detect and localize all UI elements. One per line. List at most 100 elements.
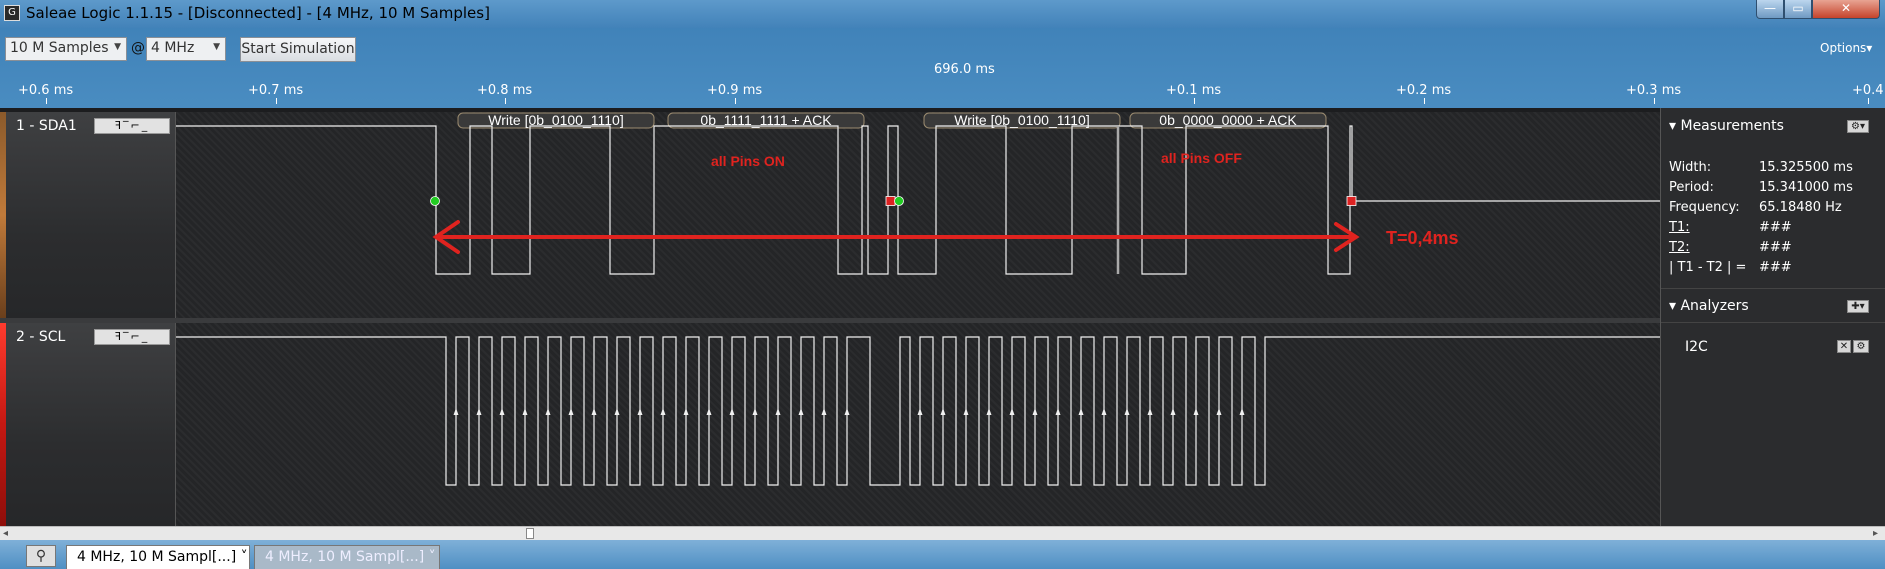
measurement-value: ### <box>1759 220 1792 235</box>
time-tick: +0.1 ms <box>1166 83 1222 104</box>
panel-divider <box>1661 288 1885 289</box>
rising-edge-marker <box>637 408 643 415</box>
rising-edge-marker <box>591 408 597 415</box>
channel-divider[interactable] <box>0 318 1660 323</box>
minimize-button[interactable]: — <box>1756 0 1784 19</box>
add-analyzer-icon[interactable]: ✚▾ <box>1847 300 1869 313</box>
measurement-row: Period: 15.341000 ms <box>1669 180 1853 195</box>
protocol-bubble[interactable] <box>667 112 865 129</box>
rising-edge-marker <box>1216 408 1222 415</box>
rising-edge-marker <box>568 408 574 415</box>
remove-analyzer-icon[interactable]: ✕ <box>1837 340 1851 353</box>
channel-name: 2 - SCL <box>16 329 66 345</box>
rising-edge-marker <box>522 408 528 415</box>
measurement-value: ### <box>1759 240 1792 255</box>
time-tick: +0.6 ms <box>18 83 74 104</box>
scl-waveform-area[interactable] <box>176 323 1660 526</box>
rising-edge-marker <box>729 408 735 415</box>
rate-select-value: 4 MHz <box>151 40 195 56</box>
measurement-label: T1: <box>1669 220 1690 235</box>
measurement-row-t1[interactable]: T1: ### <box>1669 220 1792 235</box>
time-tick: +0.9 ms <box>707 83 763 104</box>
rising-edge-marker <box>1147 408 1153 415</box>
protocol-bubble[interactable] <box>923 112 1121 129</box>
start-simulation-button[interactable]: Start Simulation <box>240 37 356 62</box>
protocol-label: Write [0b_0100_1110] <box>488 112 623 128</box>
measurement-value: ### <box>1759 260 1792 275</box>
marker-green[interactable] <box>894 196 904 206</box>
protocol-bubble[interactable] <box>457 112 655 129</box>
window-title: Saleae Logic 1.1.15 - [Disconnected] - [… <box>26 4 490 22</box>
rising-edge-marker <box>1055 408 1061 415</box>
horizontal-scrollbar[interactable]: ◂ ▸ <box>0 526 1885 540</box>
close-button[interactable]: ✕ <box>1812 0 1880 19</box>
measurements-header[interactable]: ▾ Measurements <box>1669 118 1784 134</box>
search-icon[interactable]: ⚲ <box>26 545 56 567</box>
rising-edge-marker <box>940 408 946 415</box>
protocol-label: 0b_1111_1111 + ACK <box>700 112 832 128</box>
sda-waveform-svg: Write [0b_0100_1110] 0b_1111_1111 + ACK … <box>176 112 1660 275</box>
scroll-thumb[interactable] <box>526 528 534 539</box>
trigger-buttons[interactable]: ꟻ‾⌐_ <box>94 329 170 345</box>
marker-red[interactable] <box>885 196 896 206</box>
measurements-title: Measurements <box>1680 118 1784 134</box>
marker-green[interactable] <box>430 196 440 206</box>
right-panel: ▾ Measurements ⚙▾ Width: 15.325500 ms Pe… <box>1660 108 1885 526</box>
channel-header-sda[interactable]: 1 - SDA1 ꟻ‾⌐_ <box>0 112 176 318</box>
options-menu[interactable]: Options▾ <box>1820 41 1873 55</box>
measurements-gear-icon[interactable]: ⚙▾ <box>1847 120 1869 133</box>
rising-edge-marker <box>1032 408 1038 415</box>
scl-signal-trace <box>176 336 1660 486</box>
sda-waveform-area[interactable]: Write [0b_0100_1110] 0b_1111_1111 + ACK … <box>176 112 1660 318</box>
rising-edge-marker <box>660 408 666 415</box>
time-tick: +0.7 ms <box>248 83 304 104</box>
measurement-row: Frequency: 65.18480 Hz <box>1669 200 1842 215</box>
rising-edge-marker <box>499 408 505 415</box>
maximize-button[interactable]: ▭ <box>1784 0 1812 19</box>
measurement-row-t2[interactable]: T2: ### <box>1669 240 1792 255</box>
time-tick: +0.8 ms <box>477 83 533 104</box>
samples-select-value: 10 M Samples <box>10 40 109 56</box>
rising-edge-marker <box>963 408 969 415</box>
rising-edge-marker <box>821 408 827 415</box>
samples-select[interactable]: 10 M Samples ▼ <box>5 37 127 61</box>
arrow-head-right <box>1334 222 1360 252</box>
analyzer-gear-icon[interactable]: ⚙ <box>1853 340 1869 353</box>
chevron-down-icon: ▼ <box>213 42 220 52</box>
panel-divider <box>1661 322 1885 323</box>
channel-name: 1 - SDA1 <box>16 118 77 134</box>
waveform-panel: 1 - SDA1 ꟻ‾⌐_ 2 - SCL ꟻ‾⌐_ Write [0b_010… <box>0 108 1885 526</box>
period-annotation: T=0,4ms <box>432 220 1459 254</box>
channel-color-strip <box>0 323 6 526</box>
measurement-label: Period: <box>1669 180 1714 195</box>
rising-edge-marker <box>1239 408 1245 415</box>
trigger-buttons[interactable]: ꟻ‾⌐_ <box>94 118 170 134</box>
scroll-left-icon[interactable]: ◂ <box>3 528 9 539</box>
tab-session-2[interactable]: 4 MHz, 10 M Sampl[...] ˅ <box>254 545 440 569</box>
at-sign: @ <box>131 40 145 56</box>
measurement-label: | T1 - T2 | = <box>1669 260 1747 275</box>
scl-waveform-svg <box>176 336 1660 486</box>
chevron-down-icon: ▼ <box>114 42 121 52</box>
measurement-label: Frequency: <box>1669 200 1740 215</box>
app-icon: G <box>4 5 20 21</box>
all-pins-on-label: all Pins ON <box>711 153 785 169</box>
analyzers-header[interactable]: ▾ Analyzers <box>1669 298 1749 314</box>
protocol-bubbles: Write [0b_0100_1110] 0b_1111_1111 + ACK … <box>457 112 1327 129</box>
center-time-label: 696.0 ms <box>934 62 995 77</box>
clock-edge-markers <box>453 408 1245 415</box>
arrow-head-left <box>432 220 460 254</box>
protocol-bubble[interactable] <box>1129 112 1327 129</box>
measurement-row: Width: 15.325500 ms <box>1669 160 1853 175</box>
rate-select[interactable]: 4 MHz ▼ <box>146 37 226 61</box>
analyzer-item-i2c[interactable]: I2C <box>1685 339 1708 355</box>
scroll-right-icon[interactable]: ▸ <box>1873 528 1879 539</box>
rising-edge-marker <box>917 408 923 415</box>
time-tick: +0.2 ms <box>1396 83 1452 104</box>
rising-edge-marker <box>986 408 992 415</box>
channel-header-scl[interactable]: 2 - SCL ꟻ‾⌐_ <box>0 323 176 526</box>
tab-session-1[interactable]: 4 MHz, 10 M Sampl[...] ˅ <box>66 545 250 569</box>
time-tick: +0.3 ms <box>1626 83 1682 104</box>
marker-red[interactable] <box>1346 196 1357 206</box>
measurement-value: 15.325500 ms <box>1759 160 1853 175</box>
